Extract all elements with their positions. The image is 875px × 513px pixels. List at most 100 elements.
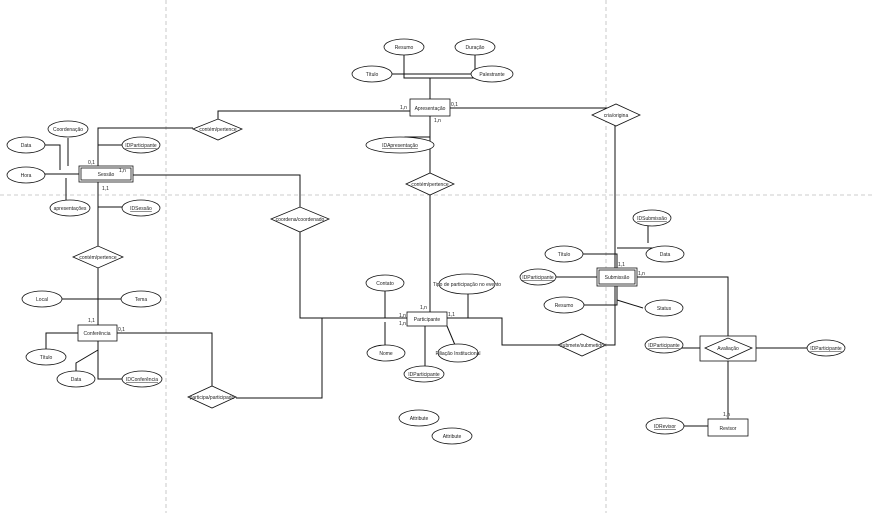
entity-label: Conferência [84,331,111,337]
entity-sessao[interactable]: Sessão [78,165,134,183]
attribute-label: IDParticipante [810,346,842,352]
attribute-tipo-participacao[interactable]: Tipo de participação no evento [433,273,501,295]
attribute-idparticipante-participante[interactable]: IDParticipante [403,365,445,383]
attribute-label: Attribute [410,416,429,422]
attribute-idconferencia[interactable]: IDConferência [121,370,163,388]
attribute-data-submissao[interactable]: Data [645,245,685,263]
attribute-label: Hora [21,173,32,179]
relationship-label: cria/origina [604,113,629,119]
attributes: Resumo Duração Título Palestrante IDApre… [6,38,846,445]
entity-label: Submissão [605,275,630,281]
attribute-label: Nome [379,351,393,357]
relationship-label: coordena/coordenado [276,217,325,223]
relationship-label: contém/pertence [79,255,116,261]
attribute-label: Status [657,306,672,312]
relationship-label: submete/submetido [560,343,604,349]
attribute-idparticipante-avaliacao[interactable]: IDParticipante [644,336,684,354]
attribute-label: Duração [466,45,485,51]
attribute-resumo-submissao[interactable]: Resumo [543,296,585,314]
attribute-idparticipante-submissao[interactable]: IDParticipante [519,268,557,286]
entity-participante[interactable]: Participante [406,311,448,327]
attribute-idparticipante-avaliacao-2[interactable]: IDParticipante [806,339,846,357]
attribute-nome[interactable]: Nome [366,344,406,362]
attribute-label: Tipo de participação no evento [433,282,501,288]
attribute-resumo-apresentacao[interactable]: Resumo [383,38,425,56]
attribute-titulo-apresentacao[interactable]: Título [351,65,393,83]
attribute-data-sessao[interactable]: Data [6,136,46,154]
attribute-label: Data [660,252,671,258]
attribute-generic-1[interactable]: Attribute [398,409,440,427]
attribute-label: Local [36,297,48,303]
relationship-coordena[interactable]: coordena/coordenado [269,206,331,233]
attribute-idsessao[interactable]: IDSessão [121,199,161,217]
relationship-label: contém/pertence [199,127,236,133]
relationship-submete[interactable]: submete/submetido [557,333,607,357]
entity-avaliacao[interactable]: Avaliação [699,335,757,362]
attribute-label: IDApresentação [382,143,418,149]
entity-label: Apresentação [415,106,446,112]
attribute-generic-2[interactable]: Attribute [431,427,473,445]
cardinality-label: 1,n [723,412,730,418]
attribute-label: Attribute [443,434,462,440]
attribute-label: Resumo [395,45,414,51]
relationship-label: participa/participado [190,395,235,401]
attribute-status[interactable]: Status [644,299,684,317]
entity-submissao[interactable]: Submissão [596,267,638,287]
attribute-apresentacoes[interactable]: apresentações [49,199,91,217]
cardinality-label: 1,n [399,321,406,327]
attribute-label: Coordenação [53,127,83,133]
attribute-hora[interactable]: Hora [6,166,46,184]
entity-conferencia[interactable]: Conferência [77,324,118,342]
cardinality-label: 1,n [420,305,427,311]
relationship-label: contém/pertence [411,182,448,188]
relationship-sessao-apresentacao[interactable]: contém/pertence [191,118,243,141]
attribute-titulo-submissao[interactable]: Título [544,245,584,263]
attribute-label: IDParticipante [125,143,157,149]
cardinality-label: 1,n [434,118,441,124]
attribute-duracao[interactable]: Duração [454,38,496,56]
cardinality-label: 0,1 [118,327,125,333]
attribute-label: Título [366,72,379,78]
cardinality-label: 0,1 [451,102,458,108]
attribute-label: IDConferência [126,377,158,383]
attribute-label: Resumo [555,303,574,309]
relationship-origina[interactable]: cria/origina [591,103,641,127]
attribute-label: Palestrante [479,72,505,78]
relationship-conferencia-sessao[interactable]: contém/pertence [72,245,124,269]
attribute-titulo-conferencia[interactable]: Título [25,348,67,366]
cardinality-label: 1,1 [618,262,625,268]
attribute-label: IDRevisor [654,424,676,430]
relationship-apresentacao-participante[interactable]: contém/pertence [405,172,455,196]
entity-label: Participante [414,317,441,323]
cardinality-label: 1,n [119,168,126,174]
attribute-label: Contato [376,281,394,287]
attribute-contato[interactable]: Contato [365,274,405,292]
attribute-idparticipante-sessao[interactable]: IDParticipante [121,136,161,154]
attribute-label: apresentações [54,206,87,212]
entity-label: Revisor [720,426,737,432]
cardinality-label: 1,n [638,271,645,277]
attribute-label: Título [558,252,571,258]
entity-label: Avaliação [717,346,739,352]
attribute-label: IDSubmissão [637,216,667,222]
relationships: contém/pertence cria/origina contém/pert… [72,103,641,409]
attribute-label: IDParticipante [408,372,440,378]
relationship-participa[interactable]: participa/participado [187,385,237,409]
attribute-idapresentacao[interactable]: IDApresentação [365,136,435,154]
cardinality-label: 0,1 [88,160,95,166]
attribute-palestrante[interactable]: Palestrante [470,65,514,83]
entities: Apresentação Sessão Conferência Particip… [77,98,757,437]
attribute-idrevisor[interactable]: IDRevisor [645,417,685,435]
attribute-label: Filiação Institucional [435,351,480,357]
attribute-idsubmissao[interactable]: IDSubmissão [632,209,672,227]
entity-apresentacao[interactable]: Apresentação [409,98,451,117]
attribute-data-conferencia[interactable]: Data [56,370,96,388]
attribute-coordenacao[interactable]: Coordenação [47,120,89,138]
attribute-filiacao[interactable]: Filiação Institucional [435,343,481,363]
attribute-tema[interactable]: Tema [120,290,162,308]
attribute-label: Título [40,355,53,361]
cardinality-label: 1,n [399,313,406,319]
entity-revisor[interactable]: Revisor [707,418,749,437]
attribute-local[interactable]: Local [21,290,63,308]
